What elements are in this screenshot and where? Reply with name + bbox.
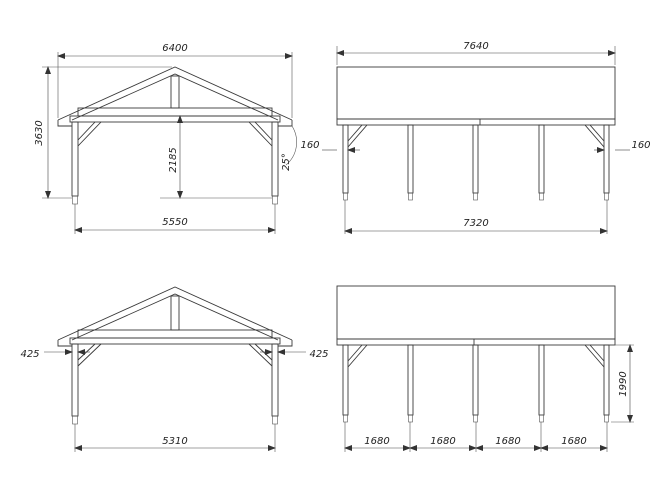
side-elevation-bottom [336,285,616,423]
dim-overall-width: 6400 [162,43,187,54]
dim-overall-length: 7640 [463,41,488,52]
dim-clear-height: 2185 [168,147,179,172]
dimensions-top-right: 7640 160 160 7320 [300,41,651,234]
dimensions-bottom-left: 425 425 5310 [20,349,329,452]
dim-post-span: 5310 [162,436,187,447]
dimensions-top-left: 6400 3630 2185 25° 5550 [34,43,297,234]
dim-post-span: 5550 [162,217,187,228]
dim-bay-4: 1680 [561,436,586,447]
dimensions-bottom-right: 1990 1680 1680 1680 1680 [344,344,634,452]
dim-height: 3630 [34,120,45,145]
gable-elevation-bottom [57,286,293,425]
dim-overhang-left: 160 [300,140,319,151]
gable-elevation-top [57,66,293,205]
dim-bay-1: 1680 [364,436,389,447]
dim-bay-3: 1680 [495,436,520,447]
dim-overhang-right: 160 [631,140,650,151]
dim-bay-2: 1680 [430,436,455,447]
dim-overhang-left: 425 [20,349,39,360]
dim-overhang-right: 425 [309,349,328,360]
dim-roof-angle: 25° [281,153,292,171]
dim-post-height: 1990 [618,371,629,396]
side-elevation-top [336,66,616,201]
dim-span: 7320 [463,218,488,229]
